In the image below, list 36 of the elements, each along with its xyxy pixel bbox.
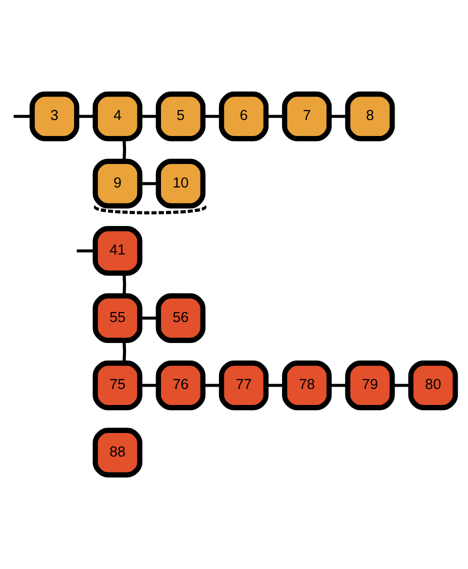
node-box: 56 — [156, 293, 206, 343]
node-box: 55 — [92, 293, 142, 343]
connector — [266, 114, 284, 118]
connector — [122, 138, 126, 162]
connector — [203, 384, 222, 387]
connector — [122, 273, 126, 296]
node-box: 79 — [345, 360, 395, 410]
node-box: 6 — [218, 92, 269, 142]
node-box: 8 — [345, 92, 395, 142]
node-box: 77 — [218, 360, 269, 410]
connector — [122, 340, 126, 363]
node-box: 5 — [156, 92, 206, 142]
node-box: 76 — [156, 360, 206, 410]
node-box: 3 — [30, 92, 80, 142]
node-box: 41 — [92, 226, 142, 276]
node-box: 75 — [92, 360, 142, 410]
connector — [266, 384, 284, 387]
connector — [330, 114, 348, 118]
node-box: 78 — [282, 360, 332, 410]
connector — [77, 114, 96, 118]
node-box: 4 — [92, 92, 142, 142]
connector — [330, 384, 348, 387]
connector — [140, 114, 158, 118]
connector — [94, 206, 206, 214]
connector — [140, 384, 158, 387]
node-box: 7 — [282, 92, 332, 142]
connector — [203, 114, 222, 118]
connector — [14, 114, 32, 118]
node-box: 88 — [92, 428, 142, 478]
connector — [140, 316, 158, 320]
connector — [76, 249, 96, 252]
connector — [140, 182, 158, 186]
connector — [392, 384, 411, 387]
node-box: 9 — [92, 158, 142, 208]
node-box: 10 — [156, 158, 206, 208]
node-box: 80 — [408, 360, 458, 410]
